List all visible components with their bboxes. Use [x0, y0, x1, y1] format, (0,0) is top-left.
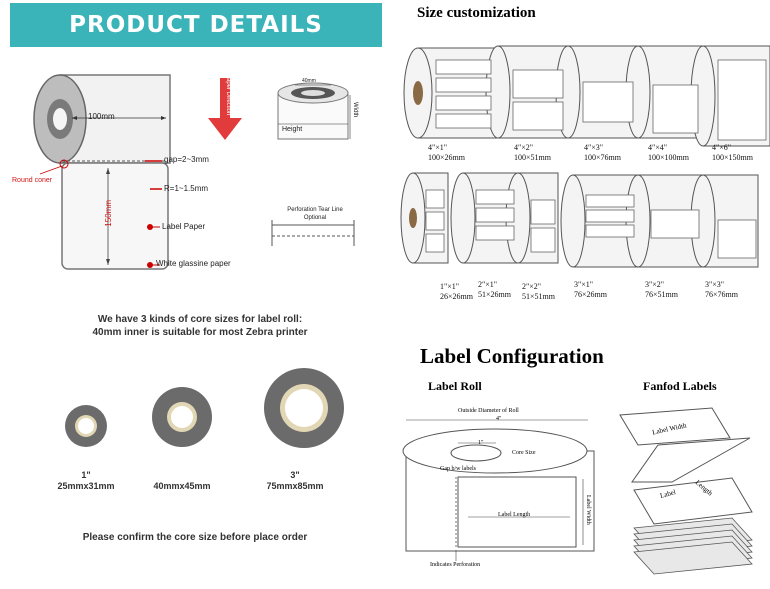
- paper-direction-arrow: [220, 78, 230, 120]
- size-caption-4x3: 4"×3"100×76mm: [584, 143, 621, 162]
- height-label: 150mm: [104, 200, 113, 227]
- core-size-label: Core Size: [512, 450, 536, 456]
- core-width-label: Width: [352, 102, 358, 118]
- size-caption-3x3: 3"×3"76×76mm: [705, 280, 738, 299]
- core-2-caption: 40mmx45mm: [153, 481, 211, 491]
- size-caption-4x6: 4"×6"100×150mm: [712, 143, 753, 162]
- label-roll-diagram: [33, 74, 355, 270]
- size-caption-4x4: 4"×4"100×100mm: [648, 143, 689, 162]
- core-size-illustrations: [65, 368, 344, 448]
- confirm-text: Please confirm the core size before plac…: [82, 532, 308, 543]
- label-roll-heading: Label Roll: [428, 379, 482, 393]
- perforation-title: Perforation Tear Line Optional: [287, 207, 343, 221]
- label-width-label: Label Width: [585, 495, 591, 525]
- paper-direction-label: Paper Direction: [225, 74, 231, 116]
- roll-core-hole: [53, 108, 67, 130]
- round-corner-label: Round coner: [12, 177, 53, 184]
- size-caption-4x1: 4"×1"100×26mm: [428, 143, 465, 162]
- radius-label: R=1~1.5mm: [164, 184, 209, 193]
- size-rolls-illustration: [400, 45, 770, 268]
- indicates-perforation-label: Indicates Perforation: [430, 562, 481, 568]
- gap-labels-label: Gap b/w labels: [440, 466, 476, 472]
- core-size-value: 1": [478, 440, 484, 446]
- size-caption-4x2: 4"×2"100×51mm: [514, 143, 551, 162]
- label-sheet: [61, 162, 169, 270]
- label-roll-config-diagram: [402, 419, 595, 561]
- outside-diameter-value: 4": [496, 416, 502, 422]
- config-label: [457, 476, 577, 548]
- fanfold-diagram: [619, 407, 753, 575]
- size-customization-title: Size customization: [417, 5, 536, 21]
- label-paper-label: Label Paper: [162, 222, 206, 231]
- size-caption-2x2: 2"×2"51×51mm: [522, 282, 555, 301]
- core-1-caption: 1"25mmx31mm: [57, 470, 115, 491]
- label-length-label: Label Length: [498, 512, 531, 518]
- core-3-caption: 3"75mmx85mm: [266, 470, 324, 491]
- core-sizes-text: We have 3 kinds of core sizes for label …: [92, 314, 308, 338]
- size-caption-2x1: 2"×1"51×26mm: [478, 280, 511, 299]
- product-details-banner: PRODUCT DETAILS: [10, 3, 382, 47]
- size-caption-1x1: 1"×1"26×26mm: [440, 282, 473, 301]
- label-configuration-title: Label Configuration: [420, 344, 604, 368]
- gap-label: gap=2~3mm: [164, 155, 209, 164]
- white-glassine-label: White glassine paper: [156, 259, 231, 268]
- size-caption-3x1: 3"×1"76×26mm: [574, 280, 607, 299]
- outside-diameter-label: Outside Diameter of Roll: [458, 408, 519, 414]
- core-top-label: 40mm: [302, 78, 316, 84]
- core-height-label: Height: [282, 126, 303, 133]
- fanfold-heading: Fanfod Labels: [643, 379, 717, 393]
- size-caption-3x2: 3"×2"76×51mm: [645, 280, 678, 299]
- width-label: 100mm: [88, 112, 115, 121]
